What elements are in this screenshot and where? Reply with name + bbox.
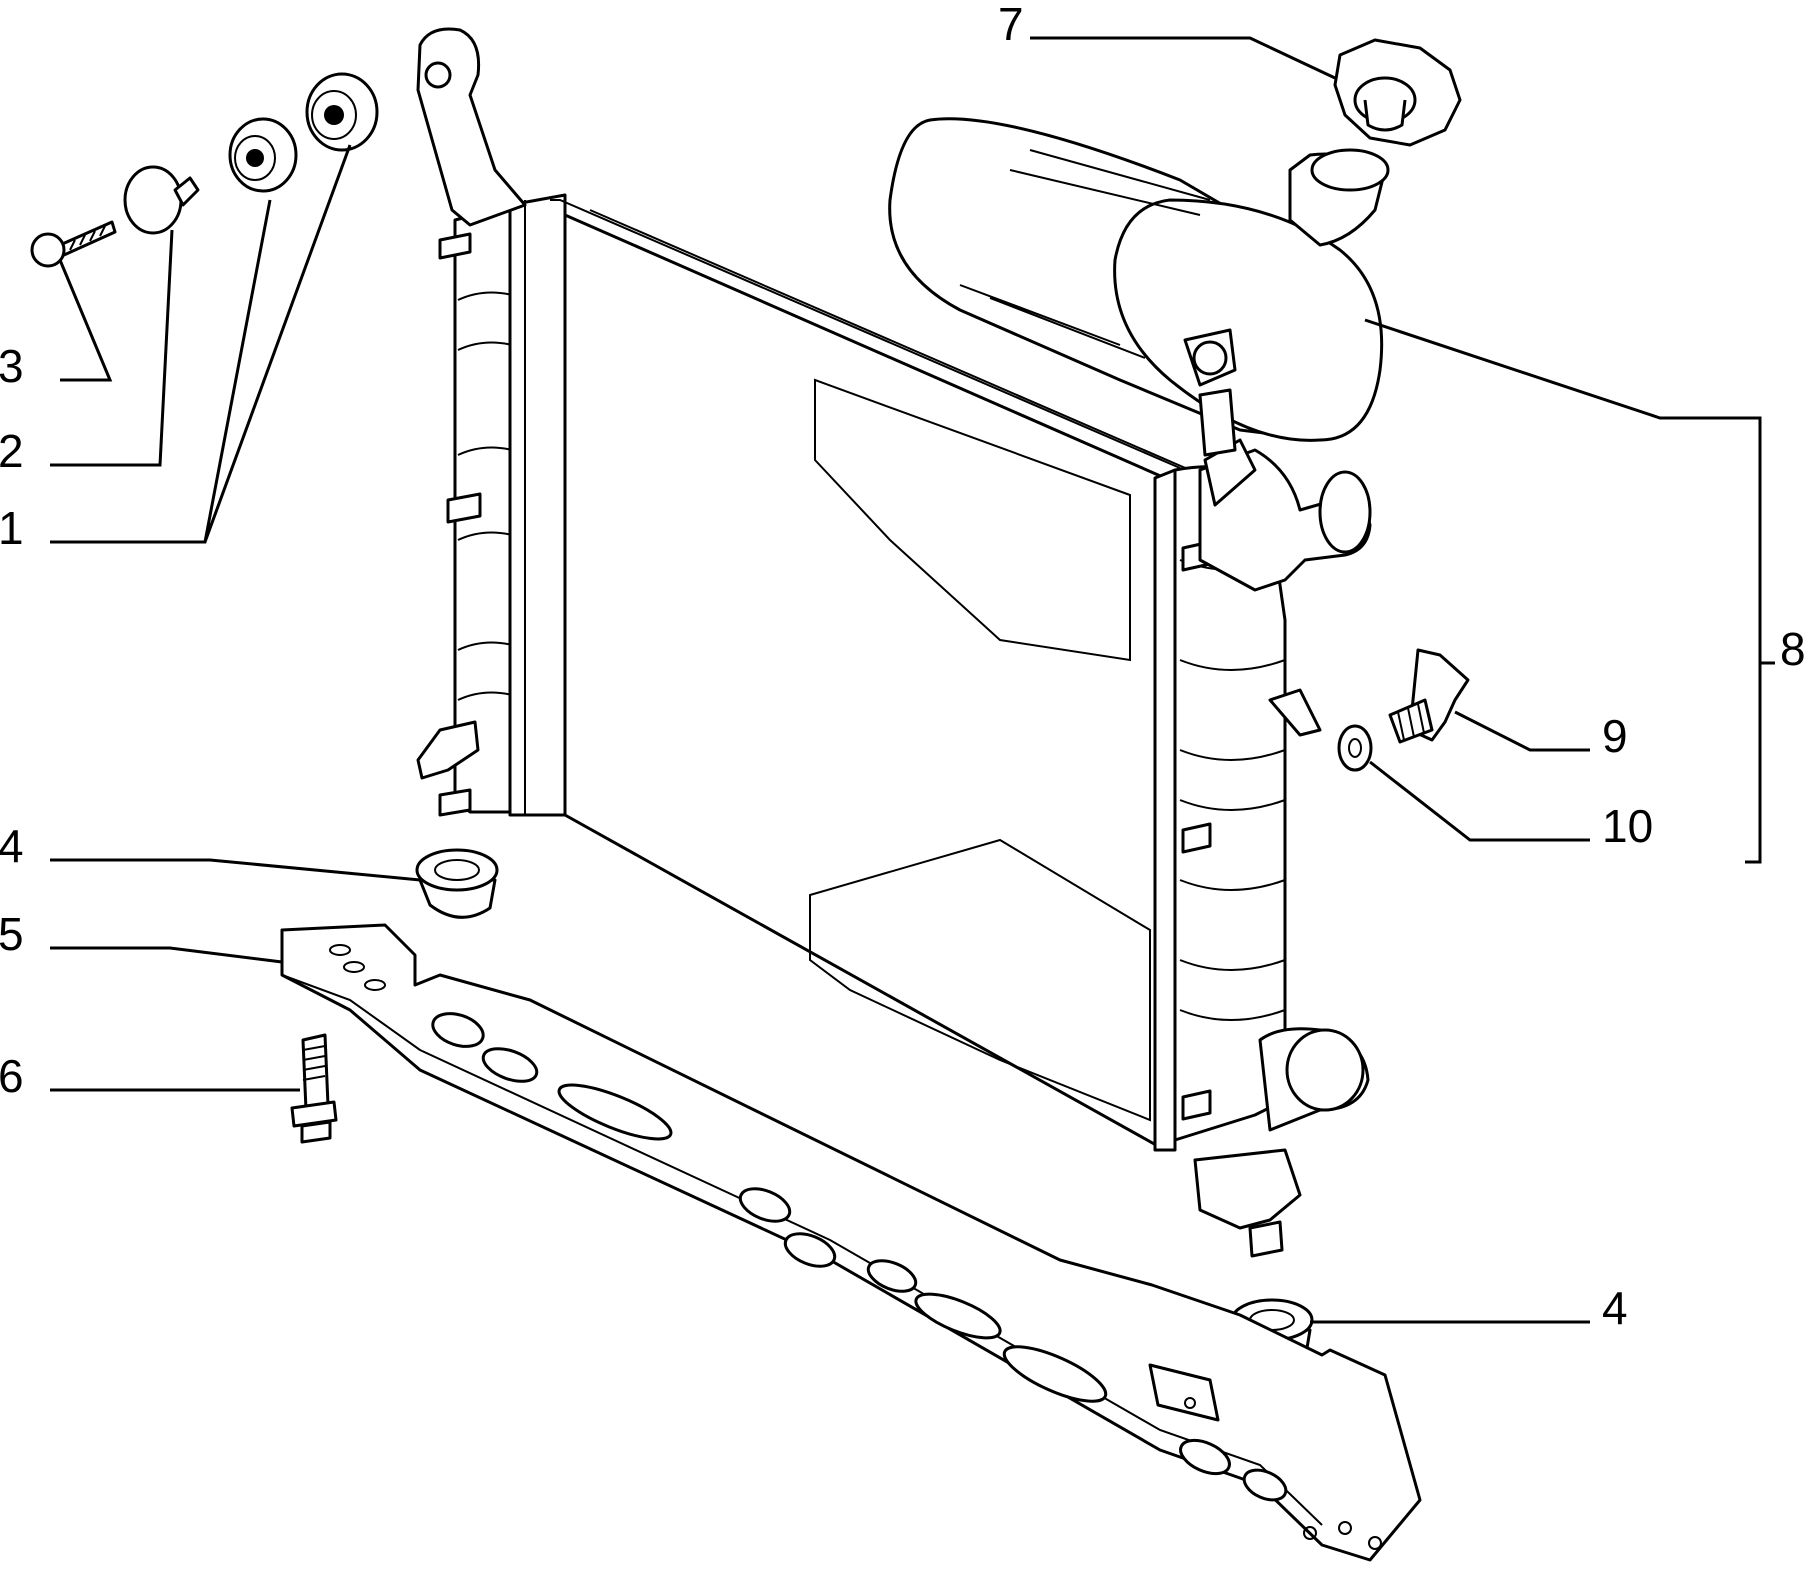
callout-3: 3 — [0, 340, 24, 392]
grommet-icon — [415, 848, 499, 919]
callout-2: 2 — [0, 425, 24, 477]
callout-4-right: 4 — [1602, 1282, 1628, 1334]
callout-4-left: 4 — [0, 820, 24, 872]
expansion-tank — [888, 117, 1390, 457]
callout-8: 8 — [1780, 623, 1806, 675]
callout-9: 9 — [1602, 710, 1628, 762]
callout-1: 1 — [0, 502, 24, 554]
callout-5: 5 — [0, 908, 24, 960]
screw-icon — [30, 220, 117, 268]
leader-lines — [50, 36, 1775, 1324]
callout-7: 7 — [998, 0, 1024, 50]
rubber-bushing-icon — [228, 72, 379, 193]
left-tank — [416, 27, 567, 817]
radiator-assembly-icon — [416, 27, 1390, 1258]
seal-washer-icon — [1337, 724, 1373, 772]
washer-pin-icon — [123, 165, 200, 235]
filler-cap-icon — [1333, 38, 1462, 147]
support-bracket-icon — [280, 923, 1422, 1562]
right-tank — [1153, 438, 1372, 1258]
callout-6: 6 — [0, 1050, 24, 1102]
drain-plug-icon — [1388, 648, 1470, 744]
callout-10: 10 — [1602, 800, 1653, 852]
bolt-icon — [290, 1033, 338, 1144]
